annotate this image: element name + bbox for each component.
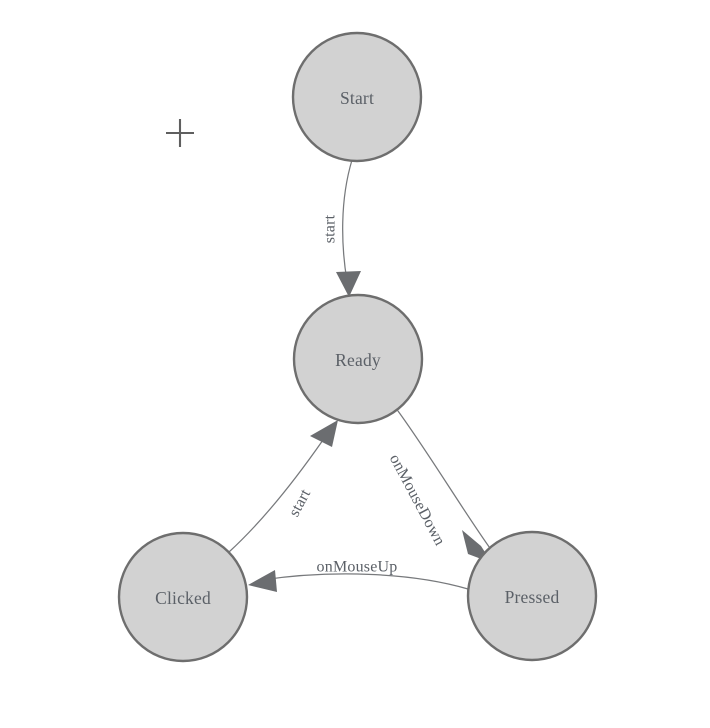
node-ready-label: Ready (335, 350, 381, 370)
node-ready[interactable]: Ready (292, 293, 424, 425)
node-clicked[interactable]: Clicked (117, 531, 249, 663)
edge-ready-to-pressed-path[interactable] (397, 410, 493, 552)
edge-clicked-to-ready-arrowhead (310, 420, 338, 447)
edge-clicked-to-ready-path[interactable] (228, 439, 324, 553)
edge-label-clicked-to-ready: start (286, 486, 315, 519)
edge-label-pressed-to-clicked: onMouseUp (317, 559, 398, 576)
edge-clicked-to-ready[interactable]: start (228, 420, 338, 553)
node-ready-circle[interactable] (292, 293, 424, 425)
edge-start-to-ready-path[interactable] (342, 159, 353, 282)
edge-ready-to-pressed[interactable]: onMouseDown (386, 410, 493, 563)
node-clicked-circle[interactable] (117, 531, 249, 663)
node-clicked-label: Clicked (155, 588, 211, 608)
edge-label-ready-to-pressed: onMouseDown (386, 451, 448, 548)
node-pressed[interactable]: Pressed (466, 530, 598, 662)
node-pressed-circle[interactable] (466, 530, 598, 662)
edge-pressed-to-clicked-path[interactable] (261, 573, 469, 590)
node-start[interactable]: Start (291, 31, 423, 163)
edge-pressed-to-clicked-arrowhead (248, 570, 277, 592)
node-start-circle[interactable] (291, 31, 423, 163)
node-start-label: Start (340, 88, 374, 108)
edge-label-start-to-ready: start (322, 214, 339, 243)
plus-marker[interactable] (166, 119, 194, 147)
edge-start-to-ready[interactable]: start (322, 159, 362, 297)
node-pressed-label: Pressed (505, 587, 560, 607)
edge-start-to-ready-arrowhead (336, 271, 361, 297)
edge-pressed-to-clicked[interactable]: onMouseUp (248, 559, 469, 593)
